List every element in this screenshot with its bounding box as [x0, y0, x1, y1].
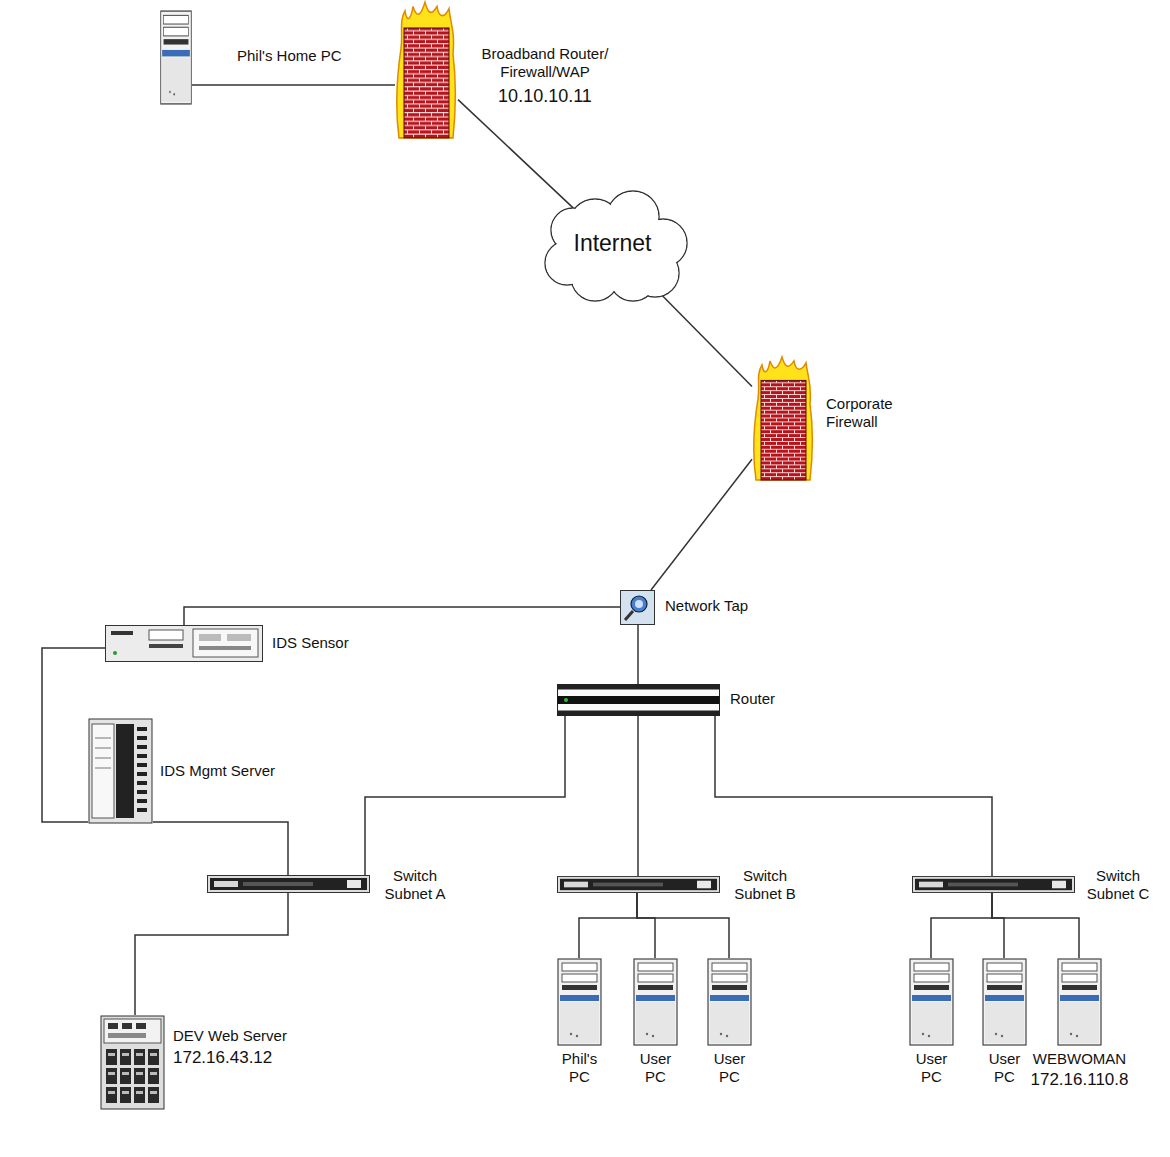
network-link	[992, 893, 1079, 958]
server-icon	[100, 1015, 165, 1110]
network-link	[458, 100, 573, 208]
home-pc: Phil's Home PC	[160, 10, 192, 105]
device-label: Switch Subnet B	[728, 867, 803, 903]
device-label: Internet	[574, 230, 652, 258]
device-label: Phil's Home PC	[237, 47, 342, 65]
tap-icon	[620, 590, 655, 625]
network-link	[135, 893, 288, 1015]
device-label: IDS Mgmt Server	[160, 762, 275, 780]
network-link	[365, 716, 565, 875]
sensor-icon	[105, 625, 263, 662]
internet-cloud: Internet	[535, 185, 690, 305]
device-label: 172.16.43.12	[173, 1048, 272, 1068]
pc-icon	[557, 958, 602, 1046]
firewall-icon	[395, 0, 458, 140]
network-link	[650, 283, 752, 386]
device-label: User PC	[907, 1050, 957, 1086]
device-label: WEBWOMAN	[1033, 1050, 1126, 1068]
pc-icon	[982, 958, 1027, 1046]
network-switch: Switch Subnet B	[557, 876, 720, 893]
pc-icon	[633, 958, 678, 1046]
user-pc: User PC	[707, 958, 752, 1046]
pc-icon	[707, 958, 752, 1046]
web-server: DEV Web Server172.16.43.12	[100, 1015, 165, 1110]
network-link	[184, 607, 620, 625]
corporate-firewall: Corporate Firewall	[752, 355, 815, 482]
broadband-firewall: Broadband Router/ Firewall/WAP10.10.10.1…	[395, 0, 458, 140]
ids-sensor: IDS Sensor	[105, 625, 263, 662]
network-link	[637, 625, 639, 684]
server-icon	[88, 718, 153, 824]
device-label: User PC	[631, 1050, 681, 1086]
device-label: User PC	[705, 1050, 755, 1086]
user-pc: User PC	[909, 958, 954, 1046]
device-label: DEV Web Server	[173, 1027, 287, 1045]
device-label: User PC	[980, 1050, 1030, 1086]
switch-icon	[557, 876, 720, 893]
network-link	[651, 459, 752, 590]
network-link	[715, 716, 992, 876]
pc-icon	[909, 958, 954, 1046]
device-label: Broadband Router/ Firewall/WAP	[470, 45, 620, 81]
firewall-icon	[752, 355, 815, 482]
switch-icon	[207, 875, 370, 893]
device-label: Phil's PC	[555, 1050, 605, 1086]
network-link	[931, 893, 992, 958]
device-label: 10.10.10.11	[498, 86, 592, 108]
user-pc: WEBWOMAN172.16.110.8	[1057, 958, 1102, 1046]
network-link	[992, 893, 1004, 958]
user-pc: User PC	[982, 958, 1027, 1046]
device-label: Switch Subnet C	[1081, 867, 1156, 903]
network-link	[637, 893, 655, 958]
pc-icon	[1057, 958, 1102, 1046]
pc-icon	[160, 10, 192, 105]
network-link	[579, 893, 637, 958]
device-label: Switch Subnet A	[378, 867, 453, 903]
network-switch: Switch Subnet A	[207, 875, 370, 893]
network-link	[637, 716, 639, 876]
user-pc: Phil's PC	[557, 958, 602, 1046]
network-link	[637, 893, 729, 958]
device-label: Corporate Firewall	[826, 395, 916, 431]
ids-mgmt-server: IDS Mgmt Server	[88, 718, 153, 824]
network-switch: Switch Subnet C	[912, 876, 1075, 893]
device-label: IDS Sensor	[272, 634, 349, 652]
device-label: Network Tap	[665, 597, 748, 615]
router: Router	[557, 684, 720, 716]
network-link	[153, 822, 288, 875]
network-tap: Network Tap	[620, 590, 655, 625]
switch-icon	[912, 876, 1075, 893]
device-label: Router	[730, 690, 775, 708]
user-pc: User PC	[633, 958, 678, 1046]
router-icon	[557, 684, 720, 716]
network-link	[192, 84, 395, 86]
device-label: 172.16.110.8	[1031, 1070, 1129, 1090]
